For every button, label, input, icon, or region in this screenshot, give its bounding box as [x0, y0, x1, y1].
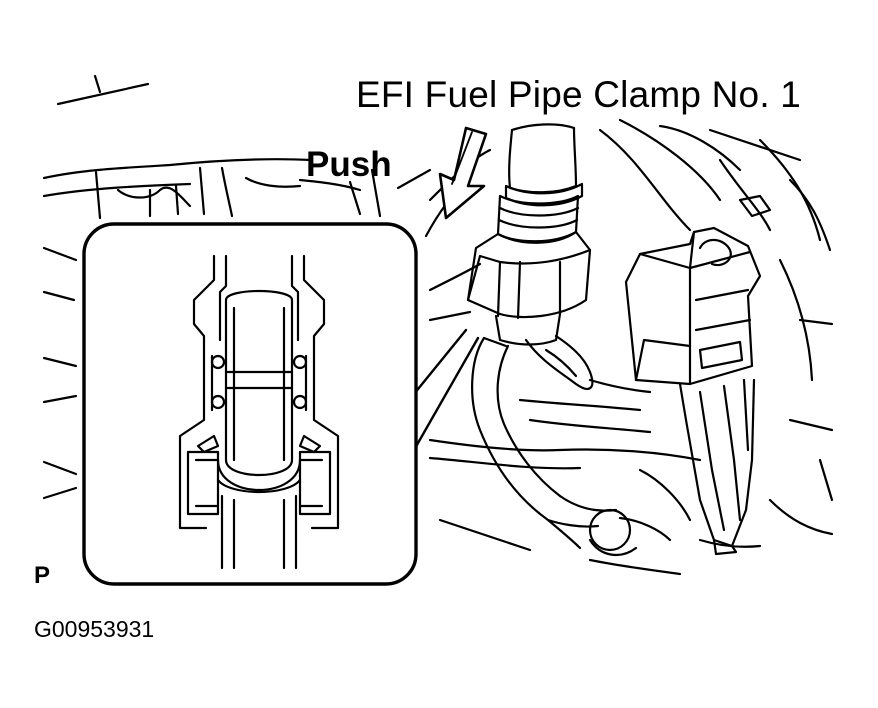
- callout-pointer: [414, 330, 478, 450]
- inset-detail-view: [84, 224, 416, 584]
- figure-id-label: G00953931: [34, 616, 155, 642]
- push-label: Push: [306, 145, 392, 184]
- engine-background-left: [44, 76, 430, 498]
- quick-connector: [468, 196, 590, 345]
- electrical-connector: [626, 228, 760, 554]
- fuel-pipe-clamp: [472, 336, 670, 555]
- part-name-label: EFI Fuel Pipe Clamp No. 1: [356, 74, 802, 115]
- fuel-hose-upper: [506, 124, 582, 205]
- engine-background-right: [426, 120, 832, 534]
- engine-background-center: [430, 380, 760, 574]
- push-arrow: [440, 128, 486, 218]
- view-code-label: P: [34, 562, 51, 589]
